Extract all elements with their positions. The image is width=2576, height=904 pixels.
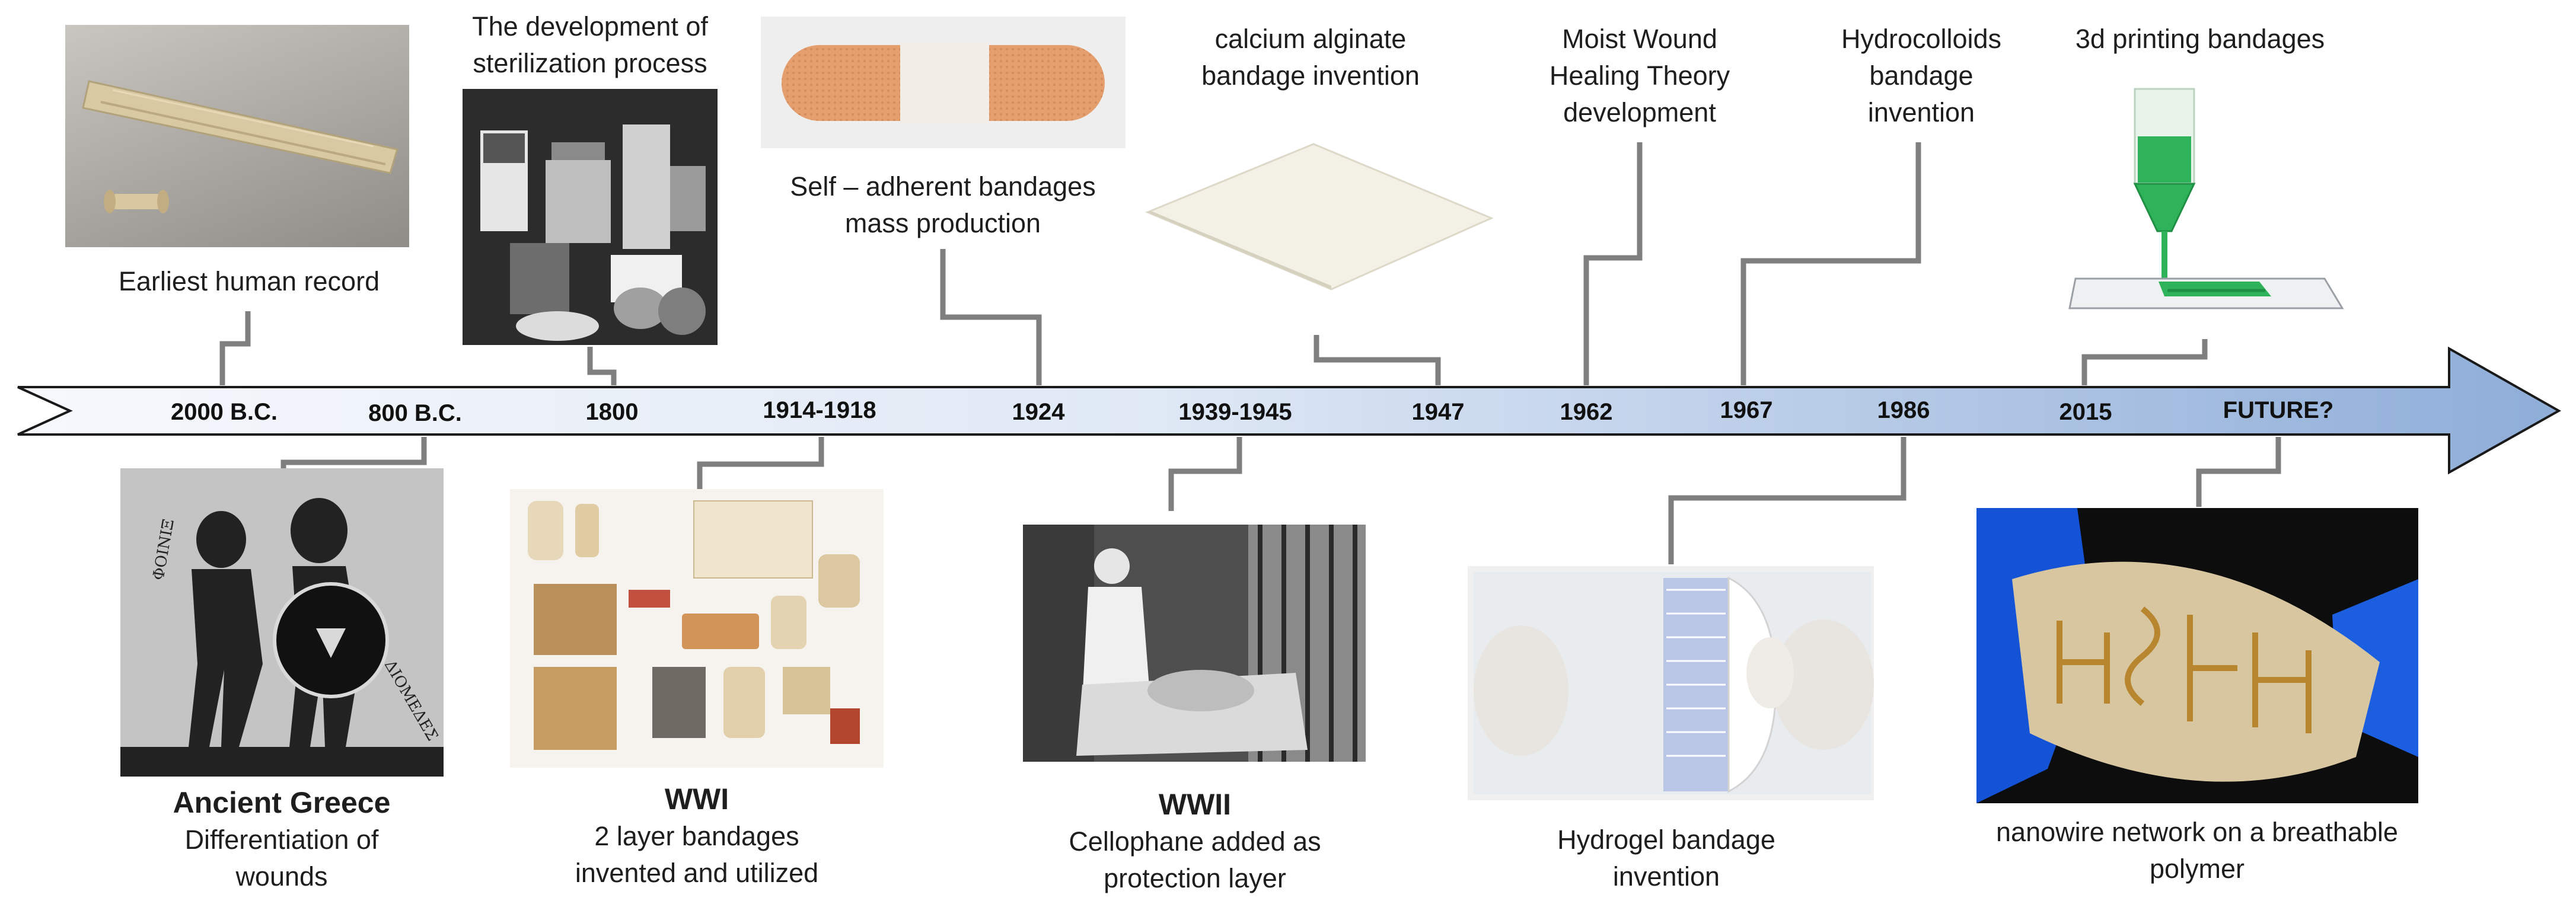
connector-alginate [1313, 335, 1441, 385]
label-hydrogel: Hydrogel bandage invention [1557, 825, 1775, 892]
connector-earliest [219, 311, 251, 385]
connector-self-adherent [940, 249, 1042, 385]
connector-sterilization [587, 347, 617, 385]
label-sterilization: The development of sterilization process [472, 11, 708, 78]
hydrogel-bandage-image [1468, 566, 1874, 800]
greek-vase-painting-image: ΦΟΙΝΙΞ ΔΙΟΜΕΔΕΣ [120, 468, 444, 777]
year-label: 800 B.C. [368, 400, 462, 426]
connector-hydrocolloid [1740, 142, 1921, 385]
year-label: 1962 [1560, 399, 1613, 425]
nanowire-network-image [1976, 508, 2418, 803]
timeline-arrow [17, 346, 2562, 475]
label-moist-wound: Moist Wound Healing Theory development [1549, 24, 1730, 127]
connector-wwii [1168, 437, 1242, 511]
year-label: 1939-1945 [1178, 399, 1292, 425]
year-label: 2015 [2059, 399, 2112, 425]
wwi-first-aid-kit-image [510, 489, 884, 768]
sterilization-image [463, 89, 718, 345]
label-self-adherent: Self – adherent bandages mass production [790, 171, 1096, 238]
3d-printer-image [2064, 83, 2348, 320]
connector-hydrogel [1668, 437, 1907, 564]
year-label: 1967 [1720, 397, 1773, 423]
label-nanowire: nanowire network on a breathable polymer [1996, 817, 2398, 884]
year-label: 1986 [1877, 397, 1930, 423]
connector-greece [280, 437, 427, 471]
year-label: 1800 [585, 399, 639, 425]
wwii-hospital-photo-image [1023, 525, 1366, 762]
year-label: 1914-1918 [763, 397, 876, 423]
adhesive-bandage-image [761, 17, 1126, 148]
label-wwi: WWI 2 layer bandages invented and utiliz… [575, 782, 819, 888]
year-label: 1947 [1411, 399, 1465, 425]
label-calcium-alginate: calcium alginate bandage invention [1201, 24, 1420, 91]
connector-nanowire [2196, 437, 2281, 507]
connector-printing [2081, 339, 2208, 385]
label-ancient-greece: Ancient Greece Differentiation of wounds [173, 786, 391, 892]
label-wwii: WWII Cellophane added as protection laye… [1069, 788, 1321, 893]
ancient-bandage-image [65, 25, 409, 247]
label-earliest-record: Earliest human record [118, 266, 380, 296]
connector-wwi [697, 437, 824, 489]
alginate-dressing-image [1136, 141, 1497, 292]
label-3d-printing: 3d printing bandages [2075, 24, 2325, 54]
label-hydrocolloids: Hydrocolloids bandage invention [1841, 24, 2002, 127]
year-label: 1924 [1012, 399, 1065, 425]
connector-moist [1583, 142, 1643, 385]
year-label: FUTURE? [2223, 397, 2334, 423]
year-label: 2000 B.C. [170, 399, 278, 425]
